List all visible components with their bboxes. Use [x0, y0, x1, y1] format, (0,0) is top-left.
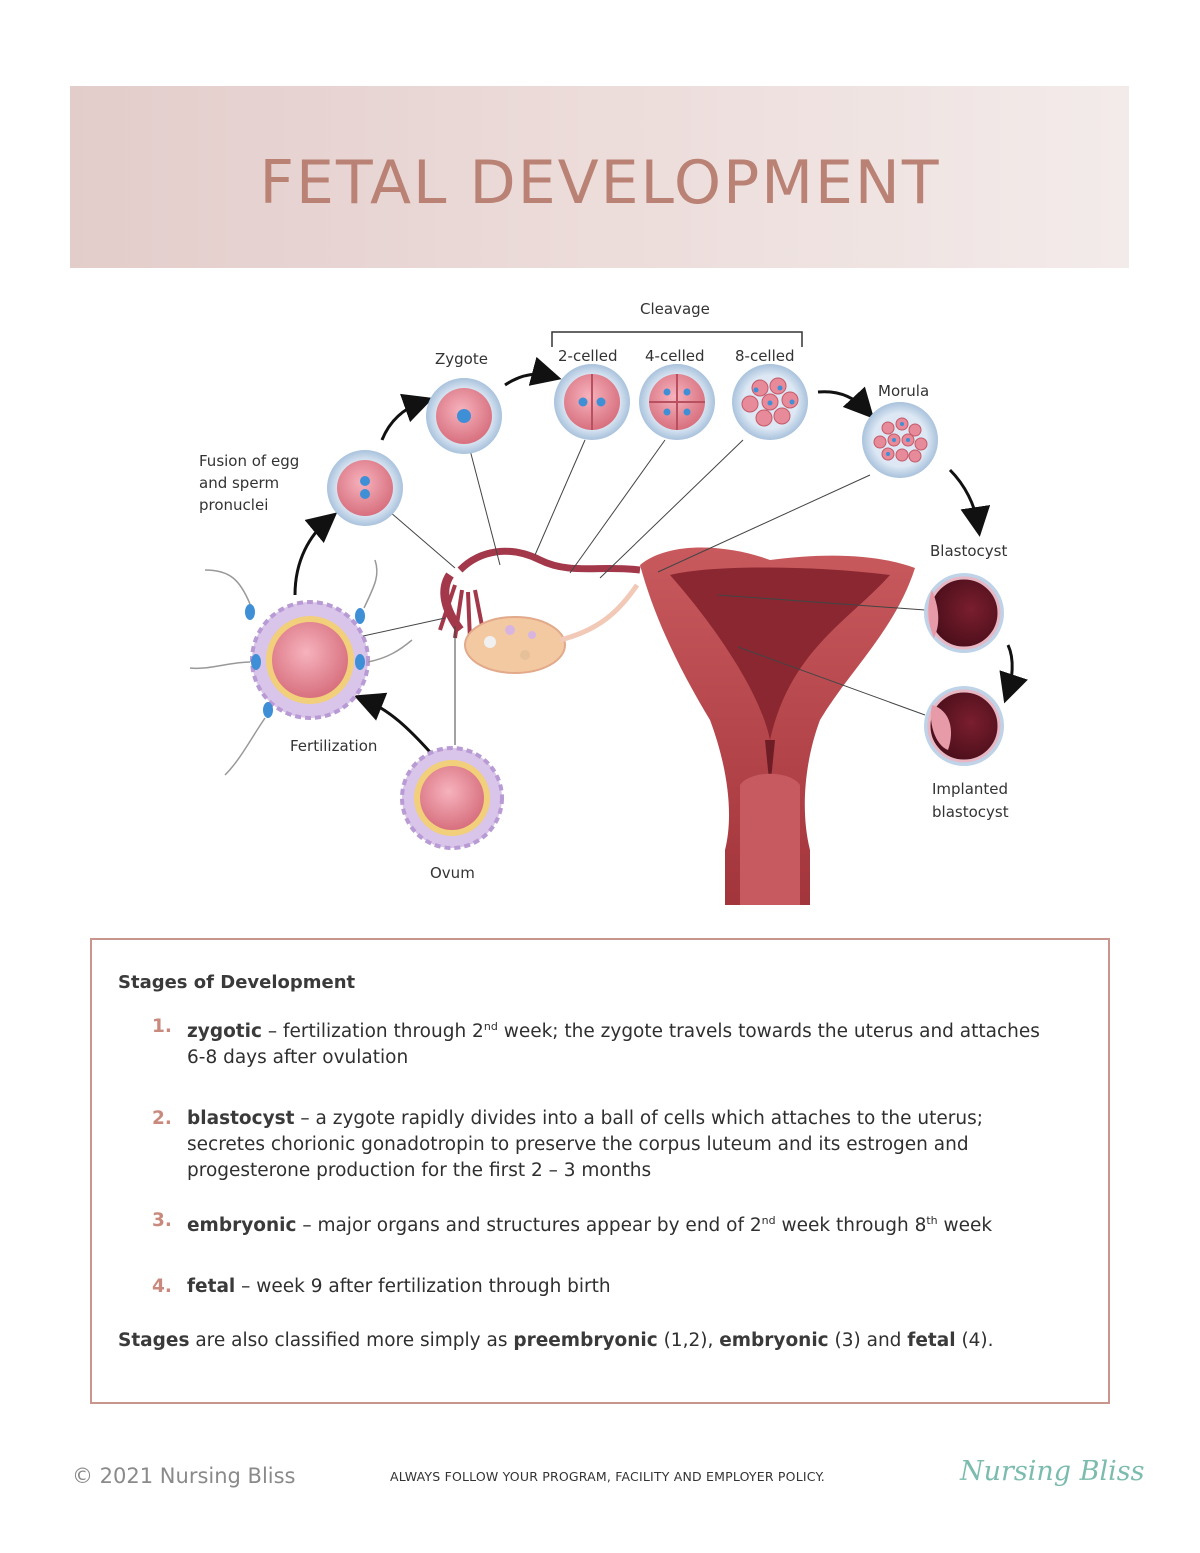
summary-text: (1,2),	[657, 1330, 720, 1351]
stage-text: fetal – week 9 after fertilization throu…	[187, 1274, 1057, 1300]
stage-desc: – week 9 after fertilization through bir…	[235, 1276, 611, 1297]
stage-desc: – fertilization through 2	[261, 1021, 484, 1043]
label-fusion-line1: Fusion of egg	[199, 452, 299, 470]
label-blastocyst: Blastocyst	[930, 542, 1007, 560]
process-arrows	[293, 356, 1028, 754]
summary-text: are also classified more simply as	[189, 1330, 514, 1351]
stage-desc: – major organs and structures appear by …	[296, 1215, 762, 1237]
superscript: nd	[483, 1020, 498, 1033]
title-banner	[70, 86, 1129, 268]
blastocyst-cell	[924, 573, 1004, 653]
stage-term: blastocyst	[187, 1108, 295, 1129]
label-ovum: Ovum	[430, 864, 475, 882]
stages-summary: Stages are also classified more simply a…	[118, 1330, 994, 1351]
fertilization-cell	[189, 559, 413, 776]
cleavage-bracket	[551, 331, 803, 347]
stage-desc: week through 8	[775, 1215, 927, 1237]
summary-text: (4).	[955, 1330, 994, 1351]
page-title: FETAL DEVELOPMENT	[259, 148, 941, 218]
stage-number: 3.	[152, 1210, 172, 1231]
summary-bold: fetal	[907, 1330, 956, 1351]
uterus-illustration	[438, 547, 915, 905]
four-celled-cell	[639, 364, 715, 440]
stage-desc: week; the zygote travels towards the ute…	[187, 1021, 1040, 1069]
fetal-development-diagram: Cleavage Zygote 2-celled 4-celled 8-cell…	[189, 300, 1028, 905]
summary-bold: Stages	[118, 1330, 190, 1351]
footer-policy: ALWAYS FOLLOW YOUR PROGRAM, FACILITY AND…	[390, 1469, 825, 1484]
label-fusion-line2: and sperm	[199, 474, 279, 492]
stages-heading: Stages of Development	[118, 972, 356, 993]
label-cleavage: Cleavage	[640, 300, 710, 318]
fusion-cell	[327, 450, 403, 526]
stage-number: 4.	[152, 1276, 172, 1297]
superscript: nd	[761, 1214, 776, 1227]
label-implanted-line2: blastocyst	[932, 803, 1009, 821]
zygote-cell	[426, 378, 502, 454]
label-morula: Morula	[878, 382, 929, 400]
label-four-celled: 4-celled	[645, 347, 705, 365]
label-two-celled: 2-celled	[558, 347, 618, 365]
footer-copyright: © 2021 Nursing Bliss	[72, 1464, 296, 1488]
stage-desc: week	[937, 1215, 993, 1237]
implanted-blastocyst-cell	[924, 686, 1004, 766]
stage-term: zygotic	[187, 1021, 262, 1043]
stage-text: blastocyst – a zygote rapidly divides in…	[187, 1106, 1057, 1184]
nursing-bliss-logo: Nursing Bliss	[960, 1456, 1145, 1487]
two-celled-cell	[554, 364, 630, 440]
label-zygote: Zygote	[435, 350, 488, 368]
label-fusion-line3: pronuclei	[199, 496, 268, 514]
summary-text: (3) and	[828, 1330, 908, 1351]
ovum-cell	[400, 746, 504, 850]
stage-desc: – a zygote rapidly divides into a ball o…	[187, 1108, 983, 1181]
summary-bold: preembryonic	[513, 1330, 658, 1351]
superscript: th	[926, 1214, 938, 1227]
stage-text: embryonic – major organs and structures …	[187, 1208, 1057, 1239]
stages-box	[90, 938, 1110, 1404]
stage-term: fetal	[187, 1276, 236, 1297]
stage-term: embryonic	[187, 1215, 297, 1237]
eight-celled-cell	[732, 364, 808, 440]
stage-text: zygotic – fertilization through 2nd week…	[187, 1014, 1057, 1071]
connector-lines	[344, 439, 926, 745]
label-eight-celled: 8-celled	[735, 347, 795, 365]
label-implanted-line1: Implanted	[932, 780, 1008, 798]
stage-number: 1.	[152, 1016, 172, 1037]
label-fertilization: Fertilization	[290, 737, 377, 755]
morula-cell	[862, 402, 938, 478]
stage-number: 2.	[152, 1108, 172, 1129]
summary-bold: embryonic	[719, 1330, 829, 1351]
